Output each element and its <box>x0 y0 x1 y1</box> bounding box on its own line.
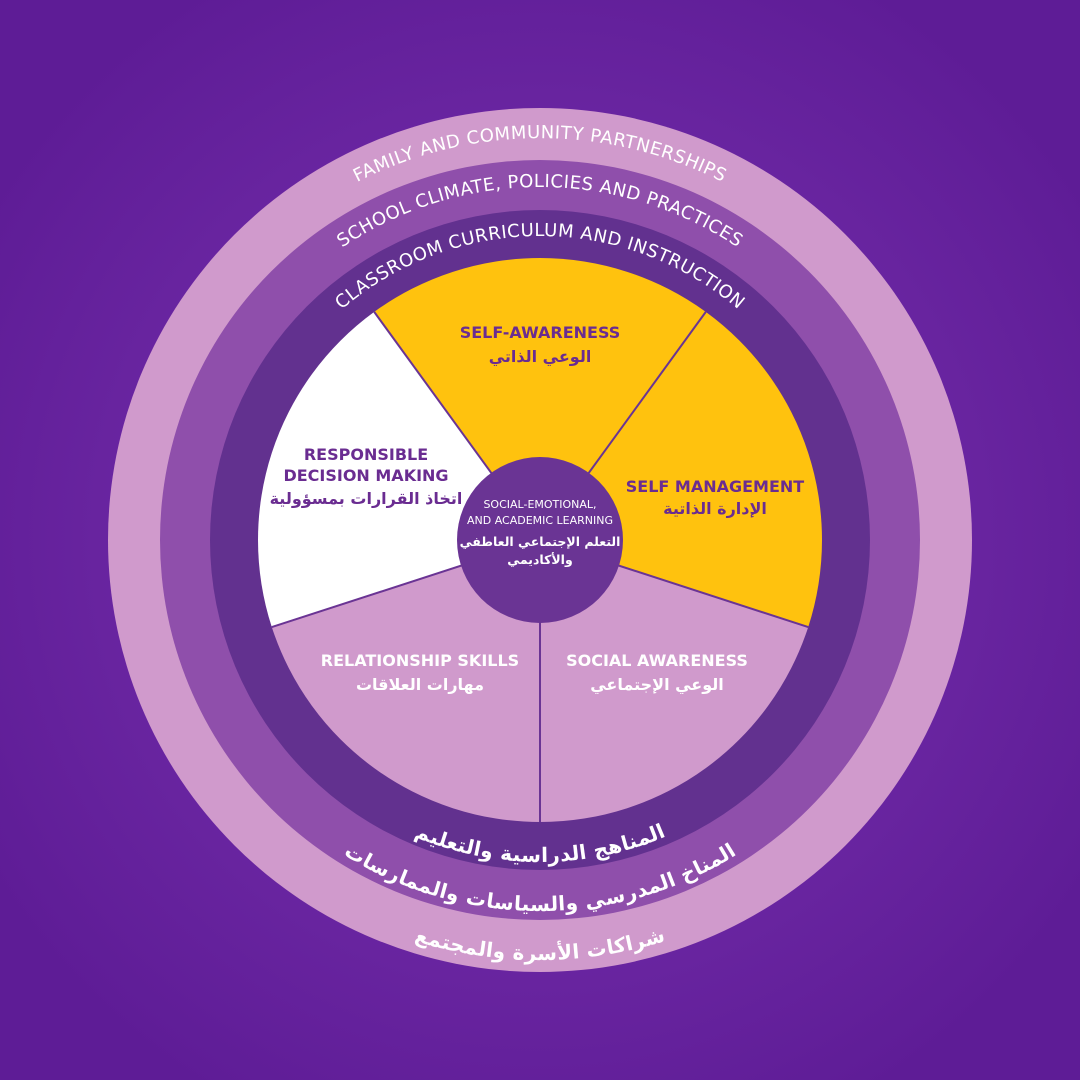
label-self-awareness-ar: الوعي الذاتي <box>489 347 592 367</box>
center-label-ar-line1: التعلم الإجتماعي العاطفي <box>460 534 621 549</box>
label-self-awareness-en: SELF-AWARENESS <box>460 323 621 342</box>
center-hub <box>457 457 623 623</box>
label-self-management-ar: الإدارة الذاتية <box>663 499 767 518</box>
label-relationship-skills-ar: مهارات العلاقات <box>356 675 484 694</box>
segment-social-awareness <box>540 540 809 822</box>
label-decision-en-line1: RESPONSIBLE <box>304 445 428 464</box>
center-label-en-line2: AND ACADEMIC LEARNING <box>467 514 613 527</box>
label-self-management: SELF MANAGEMENT الإدارة الذاتية <box>626 477 805 518</box>
label-self-awareness: SELF-AWARENESS الوعي الذاتي <box>460 323 621 367</box>
label-social-awareness-ar: الوعي الإجتماعي <box>590 675 724 695</box>
label-social-awareness: SOCIAL AWARENESS الوعي الإجتماعي <box>566 651 748 695</box>
segment-relationship-skills <box>271 540 540 822</box>
center-label-ar-line2: والأكاديمي <box>507 552 572 567</box>
label-decision-ar: اتخاذ القرارات بمسؤولية <box>270 489 463 508</box>
label-decision-en-line2: DECISION MAKING <box>283 466 448 485</box>
segment-self-awareness <box>374 258 706 540</box>
label-social-awareness-en: SOCIAL AWARENESS <box>566 651 748 670</box>
center-label-en-line1: SOCIAL-EMOTIONAL, <box>483 498 596 511</box>
label-relationship-skills: RELATIONSHIP SKILLS مهارات العلاقات <box>321 651 519 694</box>
label-responsible-decision-making: RESPONSIBLE DECISION MAKING اتخاذ القرار… <box>270 445 463 508</box>
label-relationship-skills-en: RELATIONSHIP SKILLS <box>321 651 519 670</box>
label-self-management-en: SELF MANAGEMENT <box>626 477 805 496</box>
